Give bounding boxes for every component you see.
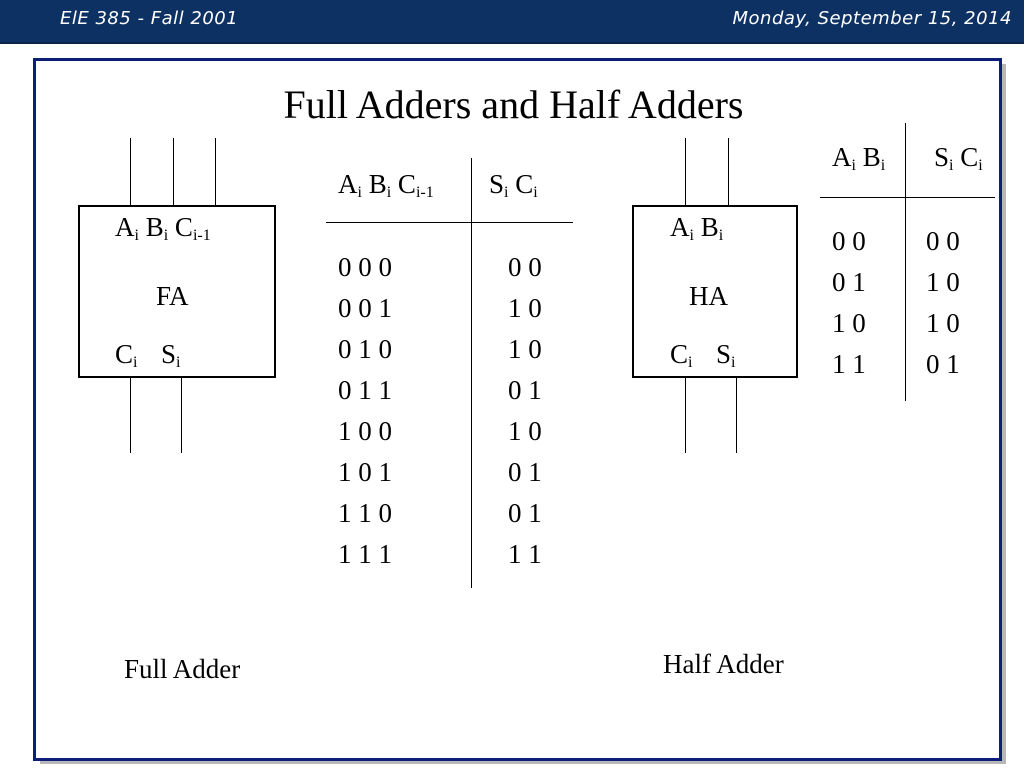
ha-row-input: 0 1 [832,267,866,297]
ha-table-header-rule [820,197,995,198]
date-label: Monday, September 15, 2014 [732,8,1012,29]
fa-box [78,205,276,378]
fa-row-input: 1 0 1 [338,457,392,487]
fa-box-outputs: Ci Si [115,339,181,371]
fa-table-header-outputs: Si Ci [489,169,538,201]
fa-row-output: 1 0 [508,416,542,446]
ha-row-input: 1 0 [832,308,866,338]
fa-row-input: 0 0 1 [338,293,392,323]
ha-row-input: 0 0 [832,226,866,256]
ha-input-wire-a [685,138,686,206]
fa-box-label: FA [156,281,189,311]
fa-caption: Full Adder [124,654,241,684]
slide-title: Full Adders and Half Adders [283,82,744,127]
course-label: ElE 385 - Fall 2001 [60,8,239,29]
ha-row-output: 0 0 [926,226,960,256]
fa-row-output: 1 0 [508,293,542,323]
ha-row-input: 1 1 [832,349,866,379]
ha-row-output: 1 0 [926,267,960,297]
fa-table-header-rule [326,222,573,223]
fa-row-input: 0 1 0 [338,334,392,364]
ha-box-outputs: Ci Si [670,339,736,371]
fa-table-divider [471,158,472,588]
slide-frame: Full Adders and Half Adders Ai Bi Ci-1 F… [33,58,1002,761]
fa-row-output: 0 1 [508,498,542,528]
fa-output-wire-s [181,377,182,453]
fa-row-output: 1 0 [508,334,542,364]
fa-table-header-inputs: Ai Bi Ci-1 [338,169,434,201]
ha-row-output: 1 0 [926,308,960,338]
ha-box [632,205,798,378]
ha-table-header-inputs: Ai Bi [832,142,886,174]
header-bar: ElE 385 - Fall 2001 Monday, September 15… [0,0,1024,44]
fa-row-output: 0 1 [508,457,542,487]
ha-caption: Half Adder [663,649,784,679]
ha-box-label: HA [689,281,728,311]
ha-row-output: 0 1 [926,349,960,379]
fa-row-input: 1 1 1 [338,539,392,569]
fa-input-wire-a [130,138,131,206]
fa-row-input: 1 0 0 [338,416,392,446]
fa-row-output: 0 1 [508,375,542,405]
fa-input-wire-c [215,138,216,206]
ha-output-wire-s [736,377,737,453]
ha-box-inputs: Ai Bi [670,212,724,244]
fa-row-input: 0 1 1 [338,375,392,405]
fa-row-output: 0 0 [508,252,542,282]
ha-input-wire-b [728,138,729,206]
fa-output-wire-c [130,377,131,453]
fa-input-wire-b [173,138,174,206]
ha-output-wire-c [685,377,686,453]
fa-row-input: 0 0 0 [338,252,392,282]
ha-table-divider [905,123,906,401]
fa-row-output: 1 1 [508,539,542,569]
fa-row-input: 1 1 0 [338,498,392,528]
fa-box-inputs: Ai Bi Ci-1 [115,212,211,244]
ha-table-header-outputs: Si Ci [934,142,983,174]
